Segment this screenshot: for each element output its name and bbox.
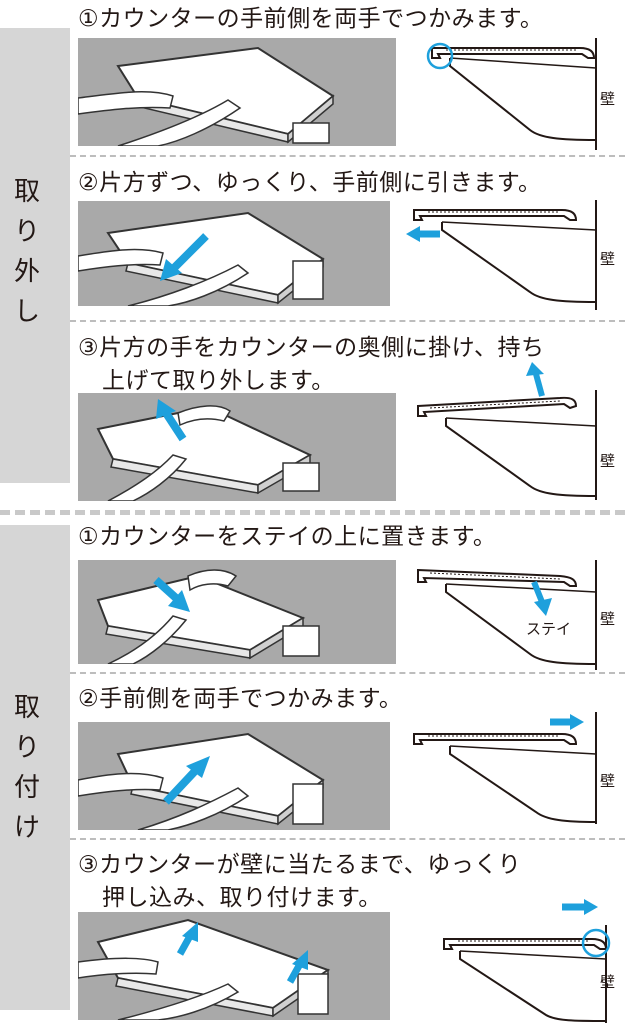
step-text: ①カウンターの手前側を両手でつかみます。 — [78, 6, 544, 32]
photo-grip-front-install — [78, 722, 390, 830]
wall-label: 壁 — [600, 90, 616, 108]
section-diagram: ステイ 壁 — [410, 560, 615, 670]
side-char: 取 — [13, 177, 40, 207]
photo-push-in — [78, 912, 390, 1020]
section-divider — [0, 510, 625, 515]
step-text: ③カウンターが壁に当たるまで、ゆっくり — [78, 852, 522, 878]
wall-label: 壁 — [600, 452, 616, 470]
stay-label: ステイ — [526, 620, 572, 638]
wall-label: 壁 — [600, 772, 616, 790]
side-char: 外 — [13, 257, 40, 287]
step-text: ③片方の手をカウンターの奥側に掛け、持ち — [78, 335, 545, 361]
step-text: ②手前側を両手でつかみます。 — [78, 686, 403, 712]
step-text-continued: 押し込み、取り付けます。 — [102, 885, 382, 911]
section-diagram: 壁 — [410, 895, 615, 1023]
section-diagram: 壁 — [410, 38, 615, 150]
wall-label: 壁 — [600, 973, 616, 991]
step-divider — [70, 838, 625, 840]
photo-pull-front — [78, 201, 390, 306]
side-char: け — [13, 813, 40, 843]
side-panel-removal — [0, 28, 70, 483]
wall-label: 壁 — [600, 250, 616, 268]
side-char: し — [13, 297, 40, 327]
step-divider — [70, 672, 625, 674]
step-text-continued: 上げて取り外します。 — [102, 368, 335, 394]
side-panel-install — [0, 525, 70, 1010]
step-divider — [70, 155, 625, 157]
section-diagram: 壁 — [400, 200, 615, 310]
section-diagram: 壁 — [410, 360, 615, 500]
step-text: ①カウンターをステイの上に置きます。 — [78, 524, 497, 550]
section-diagram: 壁 — [410, 712, 615, 824]
side-char: り — [13, 217, 40, 247]
photo-place-on-stay — [78, 560, 396, 664]
photo-grip-front — [78, 38, 396, 146]
side-char: 取 — [13, 693, 40, 723]
step-text: ②片方ずつ、ゆっくり、手前側に引きます。 — [78, 170, 542, 196]
step-divider — [70, 320, 625, 322]
side-char: 付 — [13, 773, 40, 803]
wall-label: 壁 — [600, 610, 616, 628]
side-char: り — [13, 733, 40, 763]
photo-lift-off — [78, 393, 396, 501]
